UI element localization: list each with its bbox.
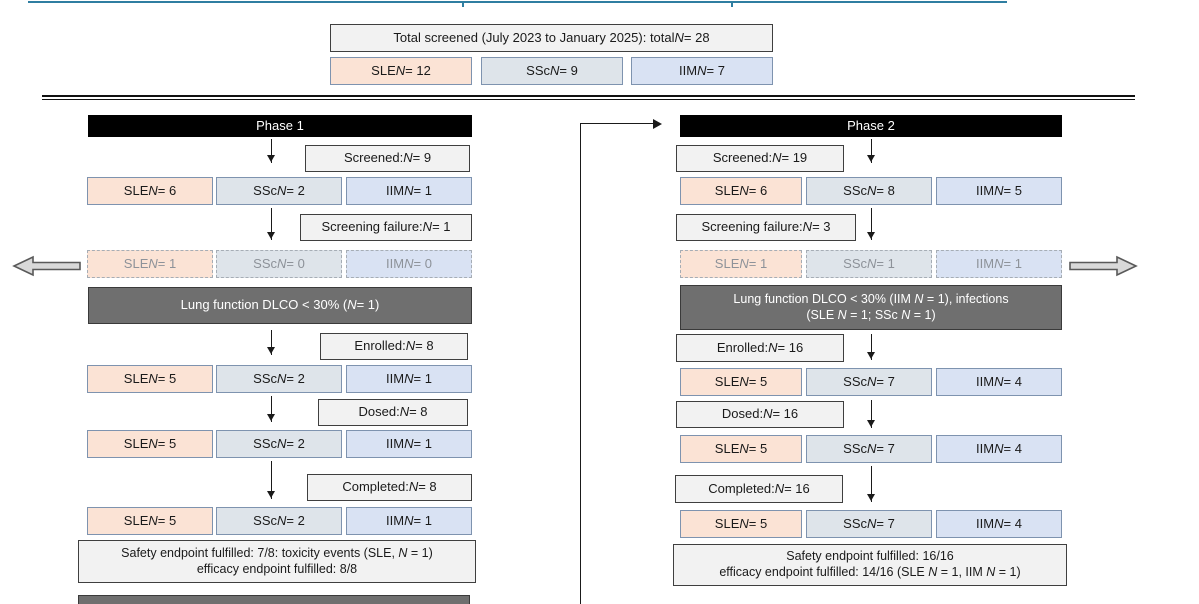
down-arrow-icon [867, 466, 875, 502]
phase1-endpoint-line2: efficacy endpoint fulfilled: 8/8 [196, 561, 358, 576]
phase2-dropout-ssc-box: SSc N = 1 [806, 250, 932, 278]
phase2-dosed-ssc-box: SSc N = 7 [806, 435, 932, 463]
phase1-dosed-sle-box: SLE N = 5 [87, 430, 213, 458]
phase2-exclusion-line1: Lung function DLCO < 30% (IIM N = 1), in… [733, 291, 1009, 306]
dropout-arrow-right-icon [1069, 255, 1138, 277]
link-descender-tick [731, 1, 733, 7]
section-divider [42, 95, 1135, 100]
phase1-header: Phase 1 [88, 115, 472, 137]
phase1-dosed-label: Dosed: N = 8 [318, 399, 468, 426]
phase1-completed-ssc-box: SSc N = 2 [216, 507, 342, 535]
phase2-dropout-iim-box: IIM N = 1 [936, 250, 1062, 278]
phase1-dosed-ssc-box: SSc N = 2 [216, 430, 342, 458]
phase1-completed-iim-box: IIM N = 1 [346, 507, 472, 535]
phase2-endpoint-line1: Safety endpoint fulfilled: 16/16 [786, 549, 954, 564]
phase1-completed-sle-box: SLE N = 5 [87, 507, 213, 535]
phase2-enrolled-sle-box: SLE N = 5 [680, 368, 802, 396]
total-iim-box: IIM N = 7 [631, 57, 773, 85]
phase2-enrolled-iim-box: IIM N = 4 [936, 368, 1062, 396]
total-sle-box: SLE N = 12 [330, 57, 472, 85]
phase2-dropout-sle-box: SLE N = 1 [680, 250, 802, 278]
phase1-dropout-iim-box: IIM N = 0 [346, 250, 472, 278]
dropout-arrow-left-icon [12, 255, 81, 277]
cut-off-link-underline [28, 1, 1007, 3]
phase1-endpoint-line1: Safety endpoint fulfilled: 7/8: toxicity… [121, 545, 433, 560]
phase2-endpoint-box: Safety endpoint fulfilled: 16/16 efficac… [673, 544, 1067, 586]
phase1-endpoint-box: Safety endpoint fulfilled: 7/8: toxicity… [78, 540, 476, 583]
phase2-dosed-sle-box: SLE N = 5 [680, 435, 802, 463]
down-arrow-icon [267, 208, 275, 240]
total-screened-box: Total screened (July 2023 to January 202… [330, 24, 773, 52]
phase2-completed-label: Completed: N = 16 [675, 475, 843, 503]
phase2-header: Phase 2 [680, 115, 1062, 137]
down-arrow-icon [267, 139, 275, 163]
phase2-dosed-iim-box: IIM N = 4 [936, 435, 1062, 463]
phase1-screened-label: Screened: N = 9 [305, 145, 470, 172]
phase2-enrolled-label: Enrolled: N = 16 [676, 334, 844, 362]
connector-arrowhead-icon [653, 119, 662, 129]
phase2-exclusion-box: Lung function DLCO < 30% (IIM N = 1), in… [680, 285, 1062, 330]
phase2-screened-label: Screened: N = 19 [676, 145, 844, 172]
phase1-completed-label: Completed: N = 8 [307, 474, 472, 501]
phase1-enrolled-sle-box: SLE N = 5 [87, 365, 213, 393]
down-arrow-icon [867, 334, 875, 360]
phase2-endpoint-line2: efficacy endpoint fulfilled: 14/16 (SLE … [719, 565, 1021, 579]
phase2-completed-iim-box: IIM N = 4 [936, 510, 1062, 538]
phase2-completed-sle-box: SLE N = 5 [680, 510, 802, 538]
down-arrow-icon [267, 461, 275, 499]
phase2-exclusion-line2: (SLE N = 1; SSc N = 1) [806, 307, 936, 322]
total-ssc-box: SSc N = 9 [481, 57, 623, 85]
link-descender-tick [462, 1, 464, 7]
phase1-enrolled-label: Enrolled: N = 8 [320, 333, 468, 360]
phase1-dosed-iim-box: IIM N = 1 [346, 430, 472, 458]
down-arrow-icon [267, 330, 275, 355]
phase1-screening-failure-label: Screening failure: N = 1 [300, 214, 472, 241]
phase1-dropout-ssc-box: SSc N = 0 [216, 250, 342, 278]
phase2-screened-iim-box: IIM N = 5 [936, 177, 1062, 205]
down-arrow-icon [867, 400, 875, 428]
phase2-enrolled-ssc-box: SSc N = 7 [806, 368, 932, 396]
down-arrow-icon [867, 139, 875, 163]
phase1-enrolled-iim-box: IIM N = 1 [346, 365, 472, 393]
phase1-dropout-sle-box: SLE N = 1 [87, 250, 213, 278]
phase-connector-vertical-line [580, 123, 581, 604]
down-arrow-icon [267, 396, 275, 422]
phase1-next-section-box [78, 595, 470, 604]
phase2-dosed-label: Dosed: N = 16 [676, 401, 844, 428]
phase1-screened-ssc-box: SSc N = 2 [216, 177, 342, 205]
phase1-screened-iim-box: IIM N = 1 [346, 177, 472, 205]
phase2-screened-sle-box: SLE N = 6 [680, 177, 802, 205]
down-arrow-icon [867, 208, 875, 240]
phase1-exclusion-box: Lung function DLCO < 30% (N = 1) [88, 287, 472, 324]
phase-connector-horizontal-line [580, 123, 654, 124]
phase1-screened-sle-box: SLE N = 6 [87, 177, 213, 205]
phase2-completed-ssc-box: SSc N = 7 [806, 510, 932, 538]
phase2-screening-failure-label: Screening failure: N = 3 [676, 214, 856, 241]
phase1-enrolled-ssc-box: SSc N = 2 [216, 365, 342, 393]
phase2-screened-ssc-box: SSc N = 8 [806, 177, 932, 205]
